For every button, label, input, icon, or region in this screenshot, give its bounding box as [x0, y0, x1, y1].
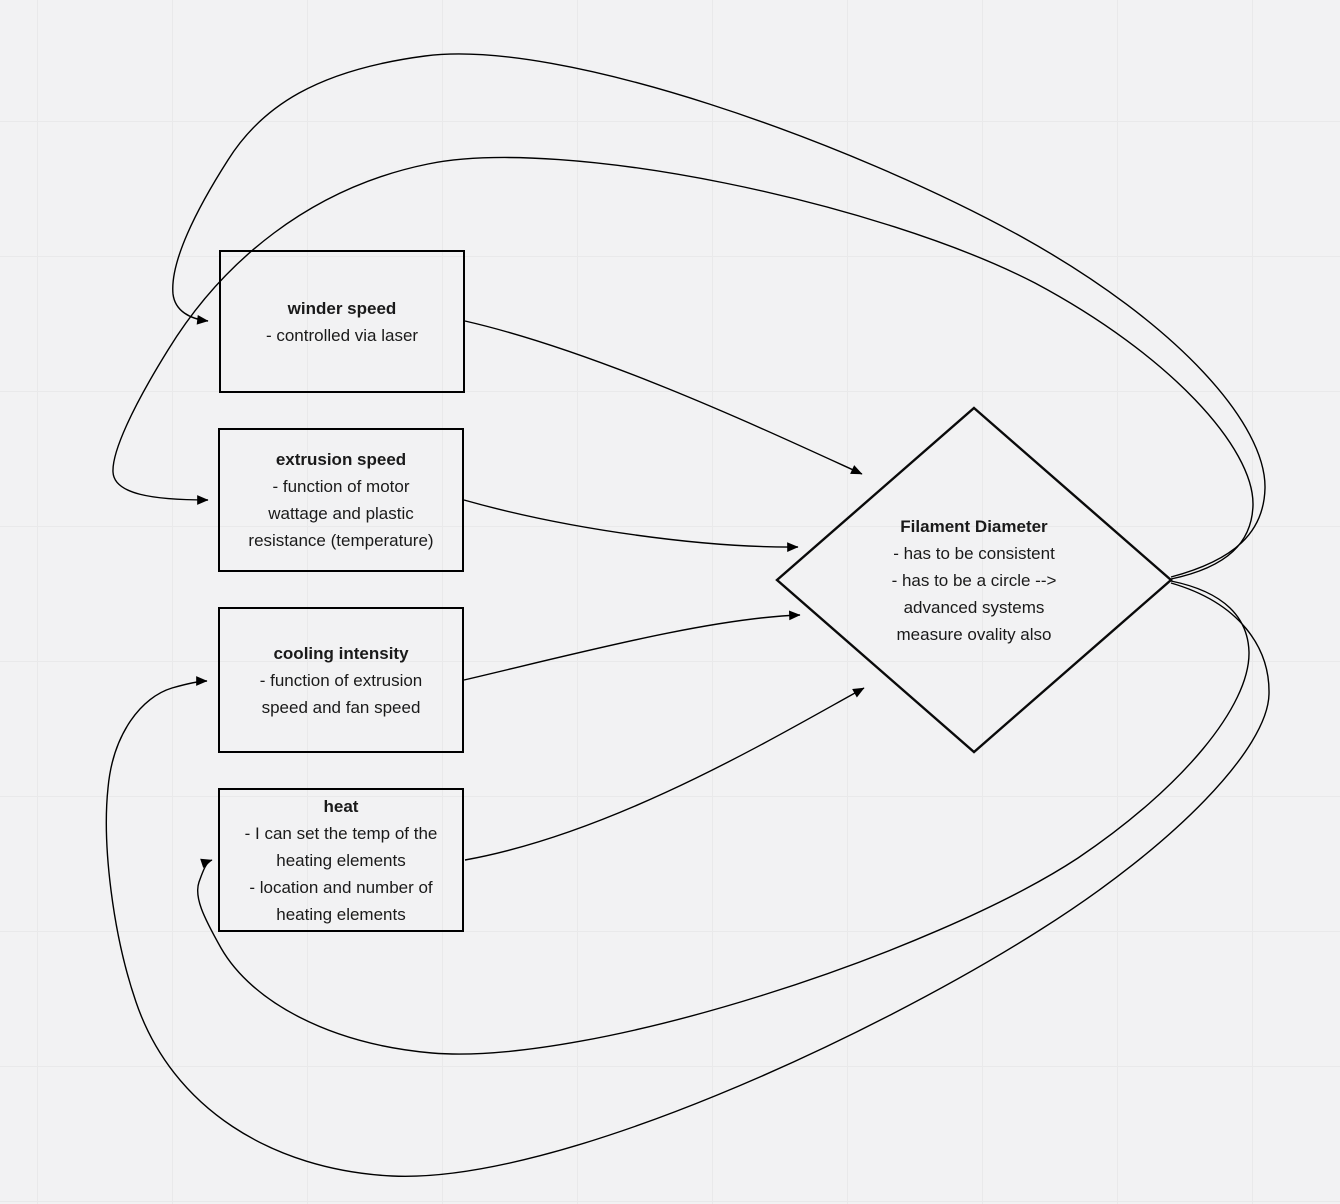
node-title: winder speed [287, 298, 397, 318]
node-text-line: - location and number of [249, 877, 433, 897]
node-text-line: speed and fan speed [261, 697, 421, 717]
node-body: - I can set the temp of the heating eleme… [245, 820, 438, 928]
node-title: cooling intensity [273, 643, 409, 663]
node-body: - function of extrusion speed and fan spe… [260, 667, 423, 721]
node-title: Filament Diameter [900, 516, 1048, 536]
edge-heat-to-filament-diameter[interactable] [464, 687, 865, 861]
edge-filament-diameter-to-cooling[interactable] [105, 582, 1270, 1177]
node-title: heat [323, 796, 359, 816]
node-heat[interactable]: heat - I can set the temp of the heating … [218, 788, 464, 932]
node-cooling-intensity[interactable]: cooling intensity - function of extrusio… [218, 607, 464, 753]
node-text-line: - function of extrusion [259, 670, 423, 690]
edge-extrusion-to-filament-diameter[interactable] [463, 499, 799, 552]
node-extrusion-speed[interactable]: extrusion speed - function of motor watta… [218, 428, 464, 572]
node-title: extrusion speed [275, 450, 407, 469]
node-text-line: - has to be a circle --> [891, 570, 1057, 590]
node-filament-diameter-label: Filament Diameter - has to be consistent… [824, 498, 1124, 662]
node-body: - function of motor wattage and plastic re… [248, 473, 433, 554]
edge-winder-to-filament-diameter[interactable] [464, 320, 863, 475]
node-text-line: heating elements [276, 850, 406, 870]
node-text-line: wattage and plastic [268, 504, 414, 523]
node-text-line: heating elements [276, 904, 406, 924]
node-text-line: - controlled via laser [265, 325, 419, 345]
edge-filament-diameter-to-heat[interactable] [196, 580, 1250, 1055]
edge-cooling-to-filament-diameter[interactable] [463, 610, 801, 681]
node-text-line: advanced systems [903, 597, 1045, 617]
node-filament-diameter-shape[interactable] [775, 406, 1173, 754]
edge-filament-diameter-to-extrusion[interactable] [112, 156, 1254, 580]
node-text-line: - function of motor [272, 477, 410, 496]
node-text-line: measure ovality also [896, 624, 1052, 644]
node-text-line: resistance (temperature) [248, 531, 434, 550]
edge-filament-diameter-to-winder[interactable] [172, 53, 1266, 578]
node-text-line: - has to be consistent [893, 543, 1055, 563]
node-body: - controlled via laser [266, 322, 418, 349]
node-winder-speed[interactable]: winder speed - controlled via laser [219, 250, 465, 393]
node-text-line: - I can set the temp of the [244, 823, 438, 843]
node-body: - has to be consistent - has to be a circ… [892, 540, 1057, 648]
